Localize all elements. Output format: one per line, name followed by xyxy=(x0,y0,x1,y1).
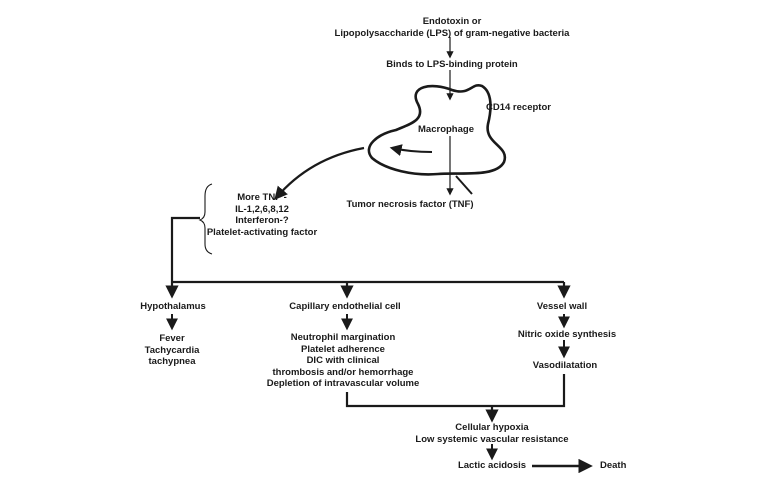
node-lbp: Binds to LPS-binding protein xyxy=(386,59,518,70)
cytokine-item: IL-1,2,6,8,12 xyxy=(235,203,289,215)
node-vessel-wall: Vessel wall xyxy=(536,301,588,312)
effect-item: Fever xyxy=(159,333,185,344)
effect-item: Tachycardia xyxy=(144,344,200,356)
node-endothelial: Capillary endothelial cell xyxy=(289,301,401,312)
cytokine-item: More TNF - xyxy=(237,192,287,203)
node-hypothalamus-effects: Fever Tachycardia tachypnea xyxy=(145,333,200,368)
cytokine-item: Platelet-activating factor xyxy=(206,226,318,238)
node-macrophage: Macrophage xyxy=(418,124,474,135)
effect-item: Depletion of intravascular volume xyxy=(266,378,420,389)
arrow-inner-loop xyxy=(389,144,433,156)
brace-to-trunk-line xyxy=(170,216,200,282)
endotoxin-line1: Endotoxin or xyxy=(422,16,482,27)
node-vasodilatation: Vasodilatation xyxy=(532,360,598,371)
effect-item: Platelet adherence xyxy=(301,343,385,355)
node-cytokines: More TNF - IL-1,2,6,8,12 Interferon-? Pl… xyxy=(207,192,317,238)
endotoxin-line2: Lipopolysaccharide (LPS) of gram-negativ… xyxy=(334,27,570,39)
effect-item: DIC with clinical xyxy=(306,355,380,366)
tnf-feedback-line xyxy=(455,175,473,195)
node-endothelial-effects: Neutrophil margination Platelet adherenc… xyxy=(267,332,420,390)
merge-line xyxy=(345,374,566,408)
node-death: Death xyxy=(600,460,627,471)
node-hypoxia: Cellular hypoxia Low systemic vascular r… xyxy=(415,422,568,445)
label-cd14-receptor: CD14 receptor xyxy=(486,102,551,113)
effect-item: Neutrophil margination xyxy=(290,332,396,343)
arrow-macrophage-to-cytokines xyxy=(274,146,365,201)
node-nitric-oxide: Nitric oxide synthesis xyxy=(517,329,617,340)
cytokine-item: Interferon-? xyxy=(235,215,289,226)
effect-item: thrombosis and/or hemorrhage xyxy=(272,366,414,378)
node-endotoxin: Endotoxin or Lipopolysaccharide (LPS) of… xyxy=(335,16,570,39)
macrophage-cell-outline xyxy=(367,83,507,176)
hypoxia-line: Low systemic vascular resistance xyxy=(415,433,569,445)
node-lactic-acidosis: Lactic acidosis xyxy=(457,460,527,471)
node-tnf: Tumor necrosis factor (TNF) xyxy=(346,199,474,210)
hypoxia-line: Cellular hypoxia xyxy=(455,422,529,433)
effect-item: tachypnea xyxy=(148,356,196,367)
cytokine-brace xyxy=(198,183,213,255)
node-hypothalamus: Hypothalamus xyxy=(140,301,206,312)
